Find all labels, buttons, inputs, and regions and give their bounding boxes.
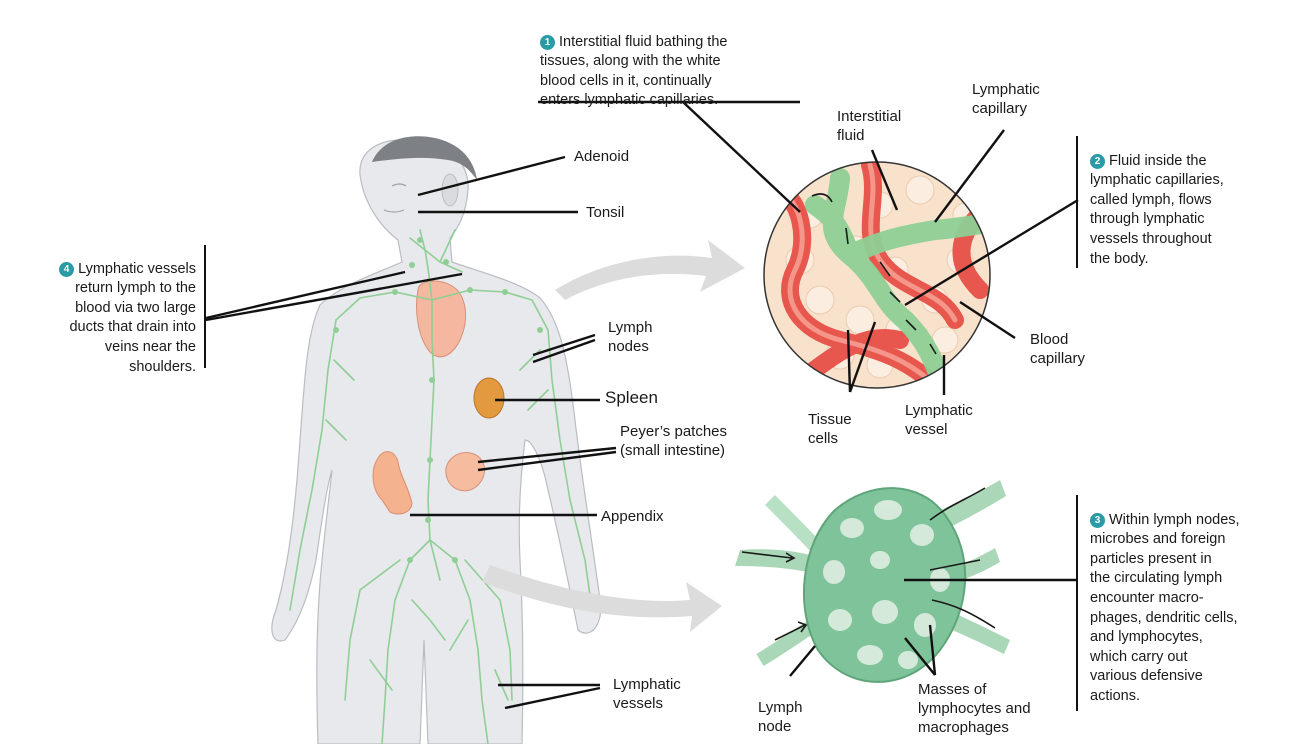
step-4-badge: 4: [59, 262, 74, 277]
label-lymph-node: Lymph node: [758, 698, 802, 736]
label-tonsil: Tonsil: [586, 203, 624, 222]
step-3-badge: 3: [1090, 513, 1105, 528]
human-body-figure: [272, 136, 601, 744]
step-2-bar: [1076, 136, 1078, 268]
step-2-text: Fluid inside the lymphatic capillaries, …: [1090, 153, 1224, 267]
label-blood-capillary: Blood capillary: [1030, 330, 1085, 368]
label-lymph-nodes: Lymph nodes: [608, 318, 652, 356]
label-interstitial-fluid: Interstitial fluid: [837, 107, 901, 145]
step-3-bar: [1076, 495, 1078, 711]
label-lymphatic-vessel: Lymphatic vessel: [905, 401, 973, 439]
capillary-magnified-view: [764, 162, 992, 395]
step-2-badge: 2: [1090, 154, 1105, 169]
step-1-text: Interstitial fluid bathing the tissues, …: [540, 34, 727, 109]
label-peyers-patches: Peyer’s patches (small intestine): [620, 422, 727, 460]
step-3-text: Within lymph nodes, microbes and foreign…: [1090, 512, 1240, 704]
label-tissue-cells: Tissue cells: [808, 410, 852, 448]
label-lymphatic-vessels: Lymphatic vessels: [613, 675, 681, 713]
label-masses-lymphocytes: Masses of lymphocytes and macrophages: [918, 680, 1031, 737]
step-4-text: Lymphatic vessels return lymph to the bl…: [69, 261, 196, 375]
step-4-bar: [204, 245, 206, 368]
arrow-to-capillary: [555, 240, 745, 300]
step-1-badge: 1: [540, 35, 555, 50]
label-spleen: Spleen: [605, 388, 658, 407]
label-lymphatic-capillary: Lymphatic capillary: [972, 80, 1040, 118]
label-appendix: Appendix: [601, 507, 664, 526]
label-adenoid: Adenoid: [574, 147, 629, 166]
